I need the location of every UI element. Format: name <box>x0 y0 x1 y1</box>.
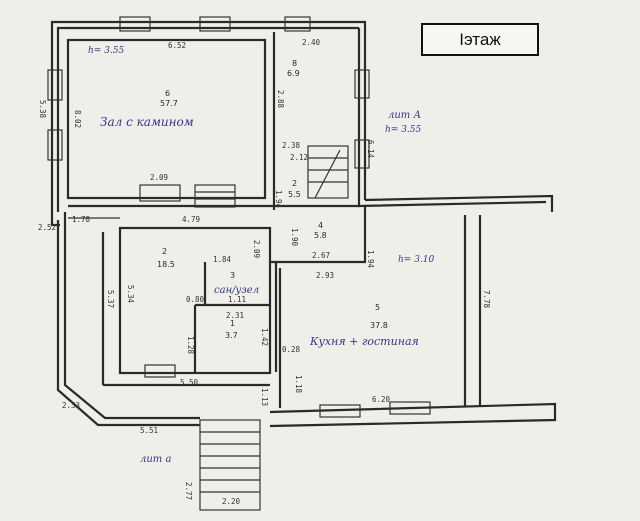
dim-label: 2.93 <box>316 271 334 280</box>
room-3-number: 3 <box>230 271 235 280</box>
stairs <box>139 145 349 511</box>
room-6-number: 6 <box>165 89 170 98</box>
floor-label: Iэтаж <box>459 29 501 49</box>
room-2-number: 2 <box>292 179 297 188</box>
dim-label: 5.51 <box>140 426 158 435</box>
room-5-name: Кухня + гостиная <box>309 335 419 348</box>
room-6-name: Зал с камином <box>100 115 194 129</box>
dim-label: 1.42 <box>260 328 269 346</box>
dim-label: 2.88 <box>276 90 285 109</box>
dim-label: 1.28 <box>186 336 195 355</box>
dim-label: 2.52 <box>38 223 56 232</box>
room-5-height: h= 3.10 <box>398 255 435 265</box>
dim-label: 1.94 <box>274 190 283 209</box>
dim-label: 2.12 <box>290 153 308 162</box>
dim-label: 6.52 <box>168 41 186 50</box>
room-5-number: 5 <box>375 303 380 312</box>
dim-label: 1.18 <box>294 375 303 394</box>
dim-label: 2.09 <box>252 240 261 258</box>
dim-label: 8.02 <box>73 110 82 128</box>
room-1-number: 1 <box>230 319 235 328</box>
dim-label: 2.33 <box>62 401 80 410</box>
room-4-number: 4 <box>318 221 323 230</box>
dim-label: 4.79 <box>182 215 200 224</box>
lit-a-small-label: лит а <box>140 454 171 465</box>
dim-label: 1.13 <box>260 388 269 406</box>
room-3-name: сан/узел <box>214 285 259 296</box>
dim-label: 2.38 <box>282 141 301 150</box>
room-8-number: 8 <box>292 59 297 68</box>
dim-label: 1.84 <box>213 255 232 264</box>
inner-walls <box>66 32 482 408</box>
dim-label: 5.38 <box>38 100 47 119</box>
dim-label: 1.90 <box>290 228 299 247</box>
dim-label: 6.20 <box>372 395 391 404</box>
room-2b-number: 2 <box>162 247 167 256</box>
room-8-area: 6.9 <box>287 69 300 78</box>
dim-label: 2.77 <box>184 482 193 500</box>
dim-label: 1.11 <box>228 295 246 304</box>
dim-label: 0.28 <box>282 345 301 354</box>
dim-label: 5.37 <box>106 290 115 308</box>
dim-label: 2.67 <box>312 251 330 260</box>
windows <box>47 16 431 418</box>
room-2-area: 5.5 <box>288 190 301 199</box>
floor-label-box: Iэтаж <box>421 23 539 56</box>
dim-label: 2.20 <box>222 497 241 506</box>
dim-label: 1.78 <box>72 215 91 224</box>
dim-label: 6.14 <box>366 140 375 159</box>
dim-label: 5.34 <box>126 285 135 304</box>
room-4-area: 5.8 <box>314 231 327 240</box>
room-5-area: 37.8 <box>370 321 388 330</box>
outer-walls <box>50 20 557 428</box>
room-6-height: h= 3.55 <box>88 46 125 56</box>
dim-label: 7.78 <box>482 290 491 309</box>
room-6-area: 57.7 <box>160 99 178 108</box>
room-2b-area: 18.5 <box>157 260 175 269</box>
dim-label: 2.09 <box>150 173 168 182</box>
dim-label: 2.31 <box>226 311 244 320</box>
dim-label: 2.40 <box>302 38 321 47</box>
room-labels: 6 57.7 Зал с камином h= 3.55 8 6.9 2 5.5… <box>88 46 435 465</box>
dimension-labels: 6.52 2.40 2.88 5.38 8.02 2.09 1.78 4.79 … <box>38 38 491 506</box>
dim-label: 1.94 <box>366 250 375 269</box>
dim-label: 5.50 <box>180 378 199 387</box>
room-1-area: 3.7 <box>225 331 238 340</box>
lit-a-label: лит А <box>388 110 421 121</box>
lit-a-height: h= 3.55 <box>385 125 422 135</box>
dim-label: 0.80 <box>186 295 205 304</box>
